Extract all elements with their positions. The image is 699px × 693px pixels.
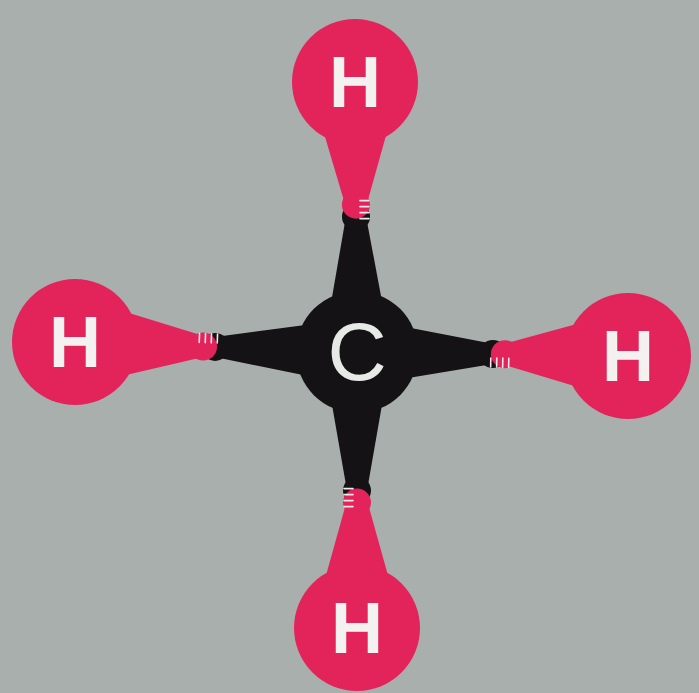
finger-line bbox=[360, 206, 369, 208]
atom-symbol: H bbox=[602, 320, 654, 392]
finger-line bbox=[344, 500, 353, 502]
finger-line bbox=[360, 218, 369, 220]
bond-handshake bbox=[404, 323, 580, 387]
pink-hand bbox=[343, 489, 371, 517]
finger-line bbox=[344, 506, 353, 508]
hydrogen-atom: H bbox=[294, 565, 420, 691]
hydrogen-atom: H bbox=[565, 293, 691, 419]
atom-symbol: H bbox=[331, 592, 383, 664]
bond-handshake bbox=[325, 399, 389, 579]
pink-hand bbox=[491, 340, 519, 368]
hydrogen-atom: H bbox=[292, 19, 418, 145]
finger-line bbox=[508, 358, 510, 367]
finger-line bbox=[204, 334, 206, 343]
finger-line bbox=[360, 200, 369, 202]
pink-hand bbox=[342, 191, 370, 219]
finger-line bbox=[496, 358, 498, 367]
bond-handshake bbox=[323, 131, 387, 305]
atom-symbol: C bbox=[327, 311, 386, 393]
finger-line bbox=[210, 334, 212, 343]
finger-line bbox=[502, 358, 504, 367]
carbon-atom: C bbox=[296, 291, 418, 413]
finger-line bbox=[344, 494, 353, 496]
bond-handshake bbox=[123, 312, 311, 377]
finger-line bbox=[344, 488, 353, 490]
finger-line bbox=[198, 333, 200, 342]
atom-symbol: H bbox=[329, 46, 381, 118]
finger-line bbox=[360, 212, 369, 214]
pink-hand bbox=[189, 333, 217, 361]
atom-symbol: H bbox=[49, 306, 101, 378]
finger-line bbox=[216, 334, 218, 343]
finger-line bbox=[490, 358, 492, 367]
hydrogen-atom: H bbox=[12, 279, 138, 405]
